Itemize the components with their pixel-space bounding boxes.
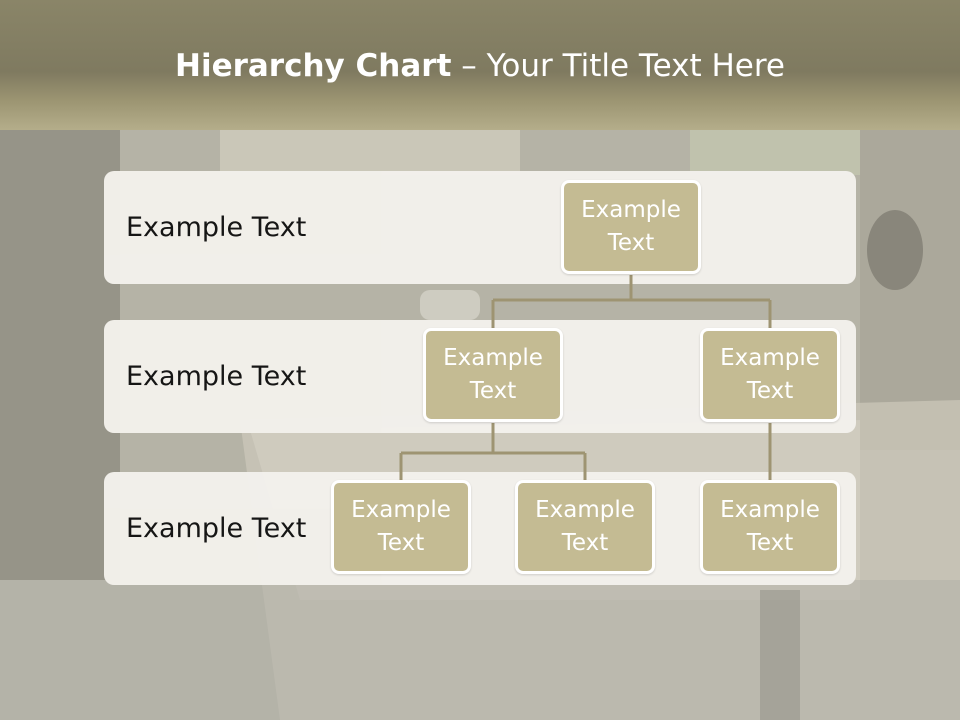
title-rest: – Your Title Text Here <box>451 48 785 84</box>
node-level2-left: Example Text <box>423 328 563 422</box>
node-level3-right-label: Example Text <box>720 497 820 556</box>
node-level3-middle: Example Text <box>515 480 655 574</box>
node-level3-right: Example Text <box>700 480 840 574</box>
title-strong: Hierarchy Chart <box>175 48 452 84</box>
node-root: Example Text <box>561 180 701 274</box>
node-root-label: Example Text <box>581 197 681 256</box>
node-level3-left: Example Text <box>331 480 471 574</box>
band-label-2: Example Text <box>126 361 307 392</box>
node-level3-left-label: Example Text <box>351 497 451 556</box>
node-level2-right-label: Example Text <box>720 345 820 404</box>
level-band-1: Example Text <box>104 171 856 284</box>
node-level3-middle-label: Example Text <box>535 497 635 556</box>
band-label-3: Example Text <box>126 513 307 544</box>
band-label-1: Example Text <box>126 212 307 243</box>
slide-title: Hierarchy Chart – Your Title Text Here <box>0 48 960 84</box>
node-level2-right: Example Text <box>700 328 840 422</box>
node-level2-left-label: Example Text <box>443 345 543 404</box>
